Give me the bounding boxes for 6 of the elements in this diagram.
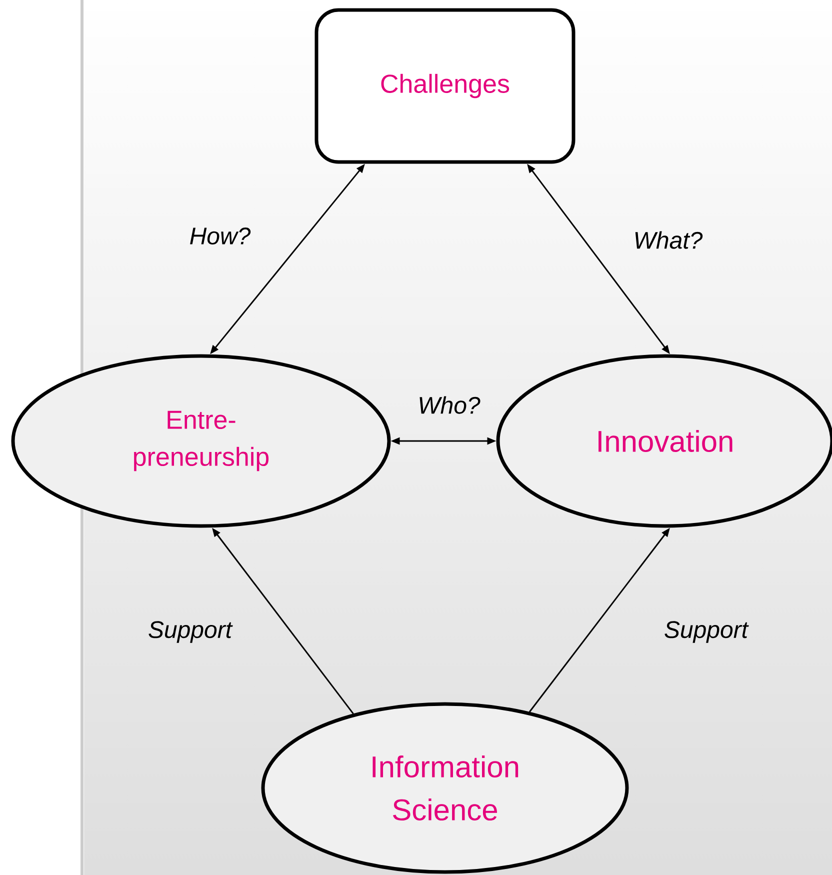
edge-label: Support (664, 621, 749, 643)
edge-label: Support (148, 621, 233, 643)
edge-label: How? (190, 228, 251, 244)
edge-label: Who? (420, 396, 480, 414)
process-box: Challenges (314, 8, 576, 164)
edge-label: What? (635, 231, 703, 249)
